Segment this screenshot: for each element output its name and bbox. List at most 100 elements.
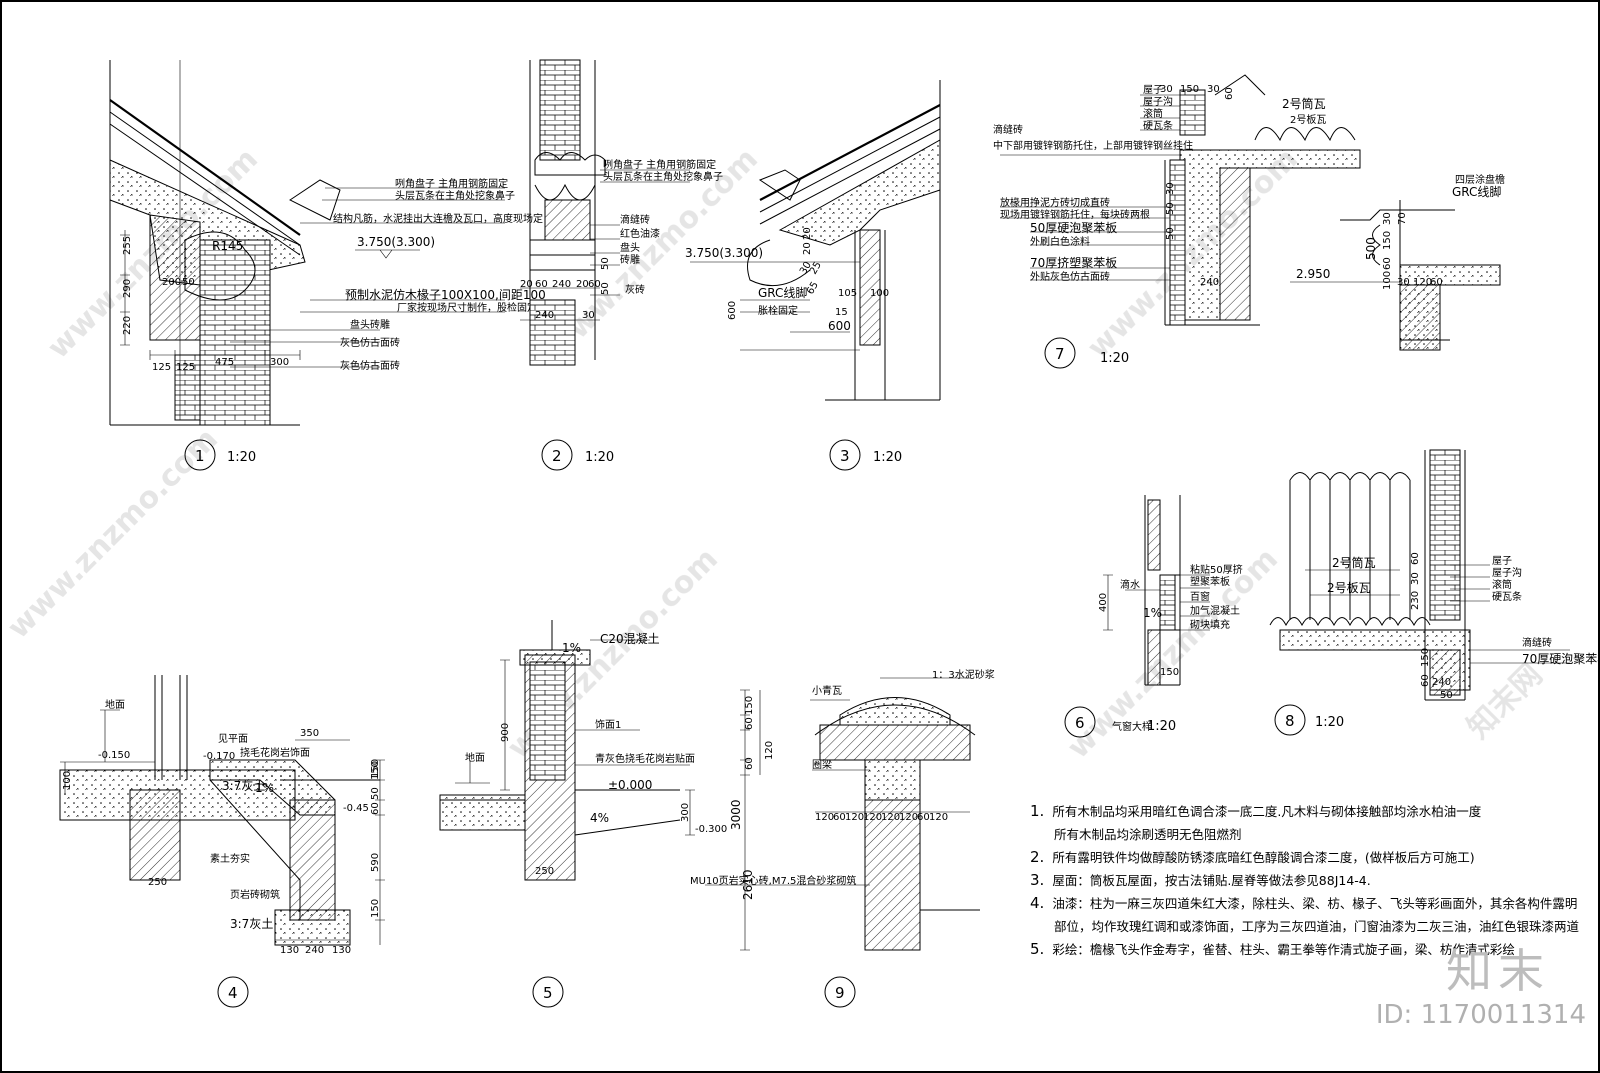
d1-level: 3.750(3.300) (357, 235, 435, 249)
detail-4: 地面 见平面 挠毛花岗岩饰面 素土夯实 页岩砖砌筑 3:7灰土 3:7灰土 -0… (59, 675, 385, 1008)
d7-label: 70厚挤塑聚苯板 (1030, 255, 1117, 270)
d3-dim: 600 (828, 319, 851, 333)
d8-label: 滴缝砖 (1522, 636, 1552, 649)
d7-dim: 30 (1397, 277, 1410, 288)
d5-number: 5 (543, 984, 553, 1002)
d4-dim: 240 (305, 945, 324, 956)
detail-1: 咧角盘子 主角用钢筋固定 头层瓦条在主角处挖象鼻子 结构凡筋，水泥挂出大连檐及瓦… (109, 60, 546, 471)
d9-label: MU10页岩实心砖,M7.5混合砂浆砌筑 (690, 874, 856, 887)
d9-dim: 120 (899, 812, 918, 823)
d4-label: 页岩砖砌筑 (230, 888, 280, 901)
d1-dim: 50 (182, 277, 195, 288)
d3-dim: 20 (802, 227, 813, 240)
detail-marker (532, 976, 564, 1008)
d6-title: 气窗大样 (1112, 720, 1152, 733)
d9-dim: 60 (744, 757, 755, 770)
d9-dim: 150 (744, 696, 755, 715)
d7-label: 2号筒瓦 (1282, 96, 1326, 111)
d2-label: 砖雕 (620, 253, 640, 266)
d2-scale: 1:20 (585, 450, 614, 465)
d4-dim: 150 (370, 759, 381, 778)
d4-number: 4 (228, 984, 238, 1002)
detail-8: 2号筒瓦 2号板瓦 屋子 屋子沟 滚筒 硬瓦条 滴缝砖 70厚硬泡聚苯板 30 … (1269, 449, 1600, 736)
d9-label: 1：3水泥砂浆 (932, 668, 995, 681)
d7-label: 四层涂盘檐 (1455, 173, 1505, 186)
d7-dim: 150 (1180, 84, 1199, 95)
d7-label: 外贴灰色仿古面砖 (1030, 270, 1110, 283)
d3-level: 3.750(3.300) (685, 246, 763, 260)
d8-dim: 60 (1420, 674, 1431, 687)
detail-9: 小青瓦 1：3水泥砂浆 圈梁 MU10页岩实心砖,M7.5混合砂浆砌筑 150 … (690, 668, 995, 1008)
detail-marker (829, 439, 861, 471)
d4-label: 挠毛花岗岩饰面 (240, 746, 310, 759)
d1-dim: 125 (152, 362, 171, 373)
d5-slope: 4% (590, 811, 609, 825)
d7-scale: 1:20 (1100, 351, 1129, 366)
d4-label: 素土夯实 (210, 852, 250, 865)
d4-dim: 350 (300, 728, 319, 739)
d7-label: 滚筒 (1143, 107, 1163, 120)
d4-dim: 250 (148, 877, 167, 888)
d1-dim: 290 (122, 279, 133, 298)
d4-dim: 130 (332, 945, 351, 956)
d1-dim: 200 (162, 277, 181, 288)
d6-label: 滴水 (1120, 578, 1140, 591)
d2-dim: 30 (582, 310, 595, 321)
d8-number: 8 (1285, 712, 1295, 730)
d1-label: 预制水泥仿木椽子100X100,间距100 (345, 288, 546, 302)
detail-marker (184, 439, 216, 471)
d3-scale: 1:20 (873, 450, 902, 465)
d9-label: 小青瓦 (812, 684, 842, 697)
detail-3: 3.750(3.300) GRC线脚 胀栓固定 600 600 105 100 … (685, 80, 941, 471)
d1-dim: 300 (270, 357, 289, 368)
d7-label: 滴缝砖 (993, 123, 1023, 136)
d6-dim: 150 (1160, 667, 1179, 678)
d7-dim: 500 (1364, 237, 1378, 260)
d8-label: 屋子沟 (1492, 566, 1522, 579)
d9-dim: 60 (833, 812, 846, 823)
detail-marker (217, 976, 249, 1008)
d9-dim: 120 (764, 741, 775, 760)
brand-watermark: 知末 (1446, 944, 1550, 998)
d3-label: 胀栓固定 (758, 304, 798, 317)
d8-label: 硬瓦条 (1492, 590, 1522, 603)
detail-marker (1064, 706, 1096, 738)
d5-slope: 1% (562, 641, 581, 655)
d3-dim: 105 (838, 288, 857, 299)
d7-dim: 60 (1224, 87, 1235, 100)
d8-dim: 240 (1432, 677, 1451, 688)
d1-dim: 220 (122, 316, 133, 335)
d5-label: 地面 (465, 751, 485, 764)
d1-label: 厂家按现场尺寸制作，股检固定 (397, 301, 537, 314)
d4-dim: 100 (62, 771, 73, 790)
d7-dim: 70 (1397, 212, 1408, 225)
d4-label: 地面 (105, 698, 125, 711)
d3-dim: 100 (870, 288, 889, 299)
d1-label: 头层瓦条在主角处挖象鼻子 (395, 189, 515, 202)
d1-label: 灰色仿古面砖 (340, 359, 400, 372)
d7-dim: 30 (1165, 182, 1176, 195)
detail-marker (1044, 337, 1076, 369)
d6-label: 砌块填充 (1190, 618, 1230, 631)
d7-label: 中下部用镀锌钢筋托住，上部用镀锌钢丝挂住 (993, 139, 1193, 152)
note-line: 3.屋面：筒板瓦屋面，按古法铺贴.屋脊等做法参见88J14-4. (1030, 871, 1371, 889)
d8-dim: 30 (1410, 572, 1421, 585)
d2-dim: 60 (588, 279, 601, 290)
note-line: 4.油漆：柱为一麻三灰四道朱红大漆，除柱头、梁、枋、椽子、飞头等彩画面外，其余各… (1030, 894, 1578, 912)
d8-label: 2号筒瓦 (1332, 555, 1376, 570)
d7-label: 50厚硬泡聚苯板 (1030, 221, 1117, 235)
d2-number: 2 (552, 447, 562, 465)
d7-label: 现场用镀锌钢筋托住，每块砖两根 (1000, 208, 1150, 221)
d2-dim: 60 (535, 279, 548, 290)
note-line: 2.所有露明铁件均做醇酸防锈漆底暗红色醇酸调合漆二度，(做样板后方可施工) (1030, 848, 1475, 866)
d1-dim: 125 (176, 362, 195, 373)
id-watermark: ID: 1170011314 (1375, 1000, 1586, 1030)
d4-dim: 150 (370, 899, 381, 918)
d8-scale: 1:20 (1315, 715, 1344, 730)
d4-dim: 590 (370, 853, 381, 872)
d1-label: 灰色仿古面砖 (340, 336, 400, 349)
d7-dim: 120 (1413, 277, 1432, 288)
detail-6: 粘贴50厚挤 塑聚苯板 百窗 加气混凝土 砌块填充 滴水 400 1% 150 … (1064, 495, 1243, 738)
d5-level: -0.300 (695, 824, 727, 835)
d6-number: 6 (1075, 714, 1085, 732)
